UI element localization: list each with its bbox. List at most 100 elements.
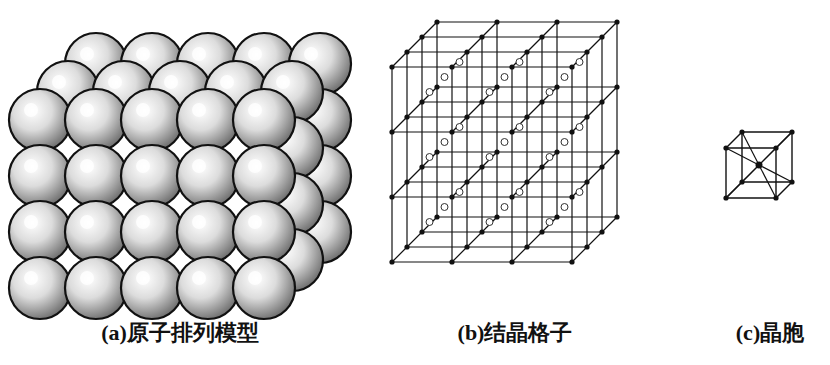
body-center-atom <box>561 204 568 211</box>
lattice-atom <box>464 114 469 119</box>
lattice-line <box>407 246 587 247</box>
lattice-line <box>572 217 617 262</box>
lattice-atom <box>599 34 604 39</box>
atom-sphere <box>177 201 239 263</box>
lattice-atom <box>404 49 409 54</box>
body-center-atom <box>501 74 508 81</box>
corner-atom <box>723 145 728 150</box>
lattice-atom <box>569 64 574 69</box>
lattice-line <box>512 87 557 132</box>
corner-atom <box>789 129 794 134</box>
lattice-line <box>616 22 617 217</box>
atom-sphere <box>65 257 127 319</box>
body-center-atom <box>546 154 553 161</box>
lattice-atom <box>524 114 529 119</box>
lattice-atom <box>464 244 469 249</box>
lattice-atom <box>554 149 559 154</box>
lattice-atom <box>494 149 499 154</box>
body-center-atom <box>756 162 763 169</box>
lattice-line <box>452 217 497 262</box>
lattice-atom <box>404 114 409 119</box>
lattice-atom <box>539 34 544 39</box>
lattice-atom <box>599 99 604 104</box>
body-center-atom <box>576 189 583 196</box>
lattice-atom <box>539 99 544 104</box>
lattice-atom <box>524 49 529 54</box>
lattice-line <box>601 37 602 232</box>
body-center-atom <box>456 59 463 66</box>
lattice-atom <box>524 244 529 249</box>
lattice-line <box>422 101 602 102</box>
atom-highlight <box>24 271 38 285</box>
body-center-atom <box>426 89 433 96</box>
lattice-atom <box>554 19 559 24</box>
body-center-atom <box>516 189 523 196</box>
body-center-atom <box>501 139 508 146</box>
body-center-atom <box>576 124 583 131</box>
atom-sphere <box>177 145 239 207</box>
atom-highlight <box>24 103 38 117</box>
lattice-atom <box>419 164 424 169</box>
atom-highlight <box>136 159 150 173</box>
lattice-atom <box>569 259 574 264</box>
lattice-line <box>437 86 617 87</box>
atom-highlight <box>192 215 206 229</box>
atom-highlight <box>248 103 262 117</box>
lattice-line <box>791 132 792 182</box>
atom-highlight <box>136 47 150 61</box>
lattice-line <box>742 131 792 132</box>
atom-highlight <box>192 47 206 61</box>
corner-atom <box>789 179 794 184</box>
lattice-line <box>742 132 776 198</box>
atom-highlight <box>192 271 206 285</box>
lattice-atom <box>389 194 394 199</box>
lattice-atom <box>419 99 424 104</box>
body-center-atom <box>456 124 463 131</box>
atom-sphere <box>121 257 183 319</box>
corner-atom <box>723 195 728 200</box>
body-center-atom <box>441 204 448 211</box>
lattice-atom <box>509 64 514 69</box>
atom-sphere <box>233 145 295 207</box>
lattice-atom <box>584 244 589 249</box>
lattice-line <box>466 52 467 247</box>
lattice-atom <box>449 194 454 199</box>
atom-highlight <box>52 75 66 89</box>
lattice-atom <box>569 194 574 199</box>
lattice-line <box>406 52 407 247</box>
lattice-line <box>742 148 776 182</box>
body-center-atom <box>516 59 523 66</box>
lattice-atom <box>389 259 394 264</box>
atom-sphere <box>121 201 183 263</box>
atom-highlight <box>248 271 262 285</box>
atom-highlight <box>248 159 262 173</box>
corner-atom <box>773 195 778 200</box>
lattice-atom <box>449 129 454 134</box>
corner-atom <box>773 145 778 150</box>
atom-sphere <box>9 89 71 151</box>
lattice-line <box>726 148 792 182</box>
atom-highlight <box>24 159 38 173</box>
lattice-line <box>512 152 557 197</box>
lattice-line <box>392 66 572 67</box>
lattice-line <box>725 148 726 198</box>
lattice-line <box>392 22 437 67</box>
lattice-line <box>511 67 512 262</box>
atom-highlight <box>164 75 178 89</box>
lattice-atom <box>479 164 484 169</box>
atom-highlight <box>192 103 206 117</box>
corner-atom <box>739 129 744 134</box>
atom-sphere <box>233 89 295 151</box>
lattice-atom <box>479 34 484 39</box>
lattice-line <box>452 22 497 67</box>
body-center-atom <box>456 189 463 196</box>
body-center-atom <box>426 154 433 161</box>
body-center-atom <box>546 219 553 226</box>
body-center-atom <box>426 219 433 226</box>
body-center-atom <box>486 89 493 96</box>
lattice-atom <box>554 214 559 219</box>
atom-highlight <box>80 159 94 173</box>
atom-sphere <box>177 89 239 151</box>
lattice-atom <box>449 64 454 69</box>
lattice-atom <box>509 129 514 134</box>
